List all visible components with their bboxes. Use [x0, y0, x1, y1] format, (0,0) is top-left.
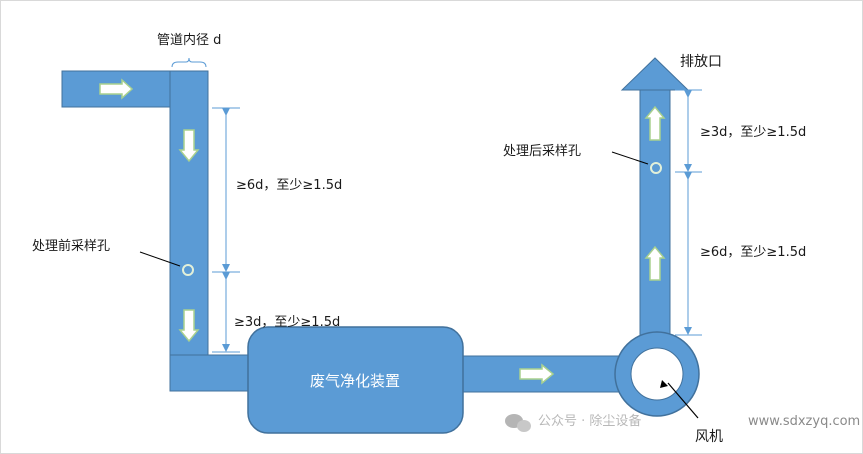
pre-sampling-hole	[182, 264, 194, 276]
dist-6d-left-label: ≥6d，至少≥1.5d	[236, 178, 342, 193]
dist-3d-right-label: ≥3d，至少≥1.5d	[700, 125, 806, 140]
diameter-brace	[171, 57, 207, 68]
flow-arrow-down-icon	[178, 309, 200, 343]
post-sampling-label: 处理后采样孔	[503, 144, 581, 159]
fan-label: 风机	[695, 429, 723, 445]
post-sampling-hole	[650, 162, 662, 174]
device-label: 废气净化装置	[310, 372, 400, 390]
watermark-left: 公众号 · 除尘设备	[538, 413, 641, 429]
pipe-diameter-label: 管道内径 d	[157, 32, 221, 48]
dist-3d-left-label: ≥3d，至少≥1.5d	[234, 315, 340, 330]
flow-arrow-up-icon	[644, 245, 666, 281]
post-sampling-pointer	[611, 151, 649, 165]
dist-6d-right-label: ≥6d，至少≥1.5d	[700, 245, 806, 260]
flow-arrow-up-icon	[644, 105, 666, 141]
flow-arrow-right-icon	[99, 78, 134, 100]
flow-arrow-down-icon	[178, 129, 200, 163]
fan: 风机	[614, 331, 723, 445]
pre-sampling-pointer	[139, 251, 181, 267]
watermark-right: www.sdxzyq.com	[748, 414, 860, 429]
right-dimensions	[675, 89, 702, 336]
flow-arrow-right-icon	[519, 363, 555, 385]
pipe-right	[620, 57, 690, 366]
purification-device: 废气净化装置	[247, 326, 464, 434]
outlet-arrowhead	[620, 57, 690, 91]
pipe-left	[61, 70, 261, 392]
outlet-label: 排放口	[680, 54, 722, 70]
left-dimensions	[212, 107, 240, 353]
pre-sampling-label: 处理前采样孔	[32, 238, 110, 254]
watermark: 公众号 · 除尘设备 www.sdxzyq.com	[505, 413, 860, 432]
flow-arrows	[99, 78, 666, 385]
wechat-icon	[505, 414, 531, 432]
fan-pointer-line	[667, 382, 699, 419]
